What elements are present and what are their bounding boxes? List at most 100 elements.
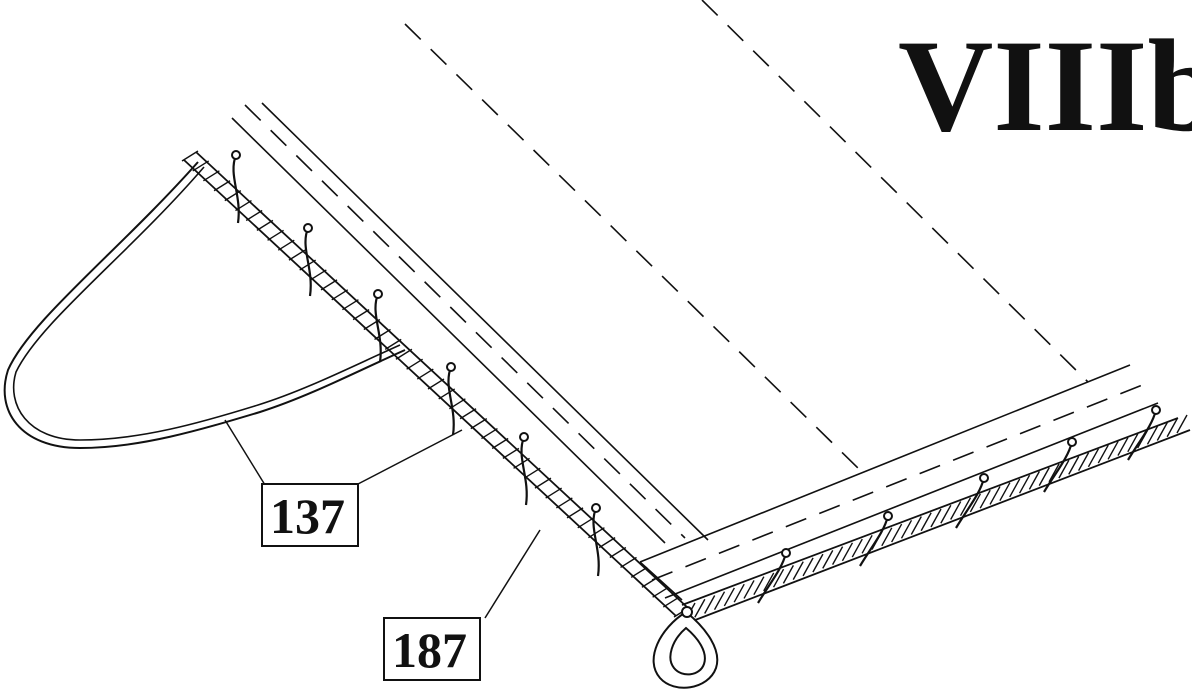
grommet-inner [669, 626, 706, 676]
lacing-hook [1043, 437, 1077, 493]
hatch-stroke [502, 447, 520, 459]
hatch-stroke [288, 249, 306, 261]
bottom-dashed-line [651, 383, 1146, 581]
hatch-stroke [861, 534, 873, 554]
hatch-stroke [1156, 422, 1168, 441]
hatch-stroke [566, 507, 584, 519]
hatch-stroke [545, 487, 563, 499]
lacing-hook [519, 432, 529, 506]
flap-inner-curve [12, 166, 401, 441]
hatch-stroke [438, 388, 456, 400]
hatch-stroke [320, 279, 338, 291]
lacing-hook [303, 223, 313, 297]
hatch-stroke [851, 538, 863, 558]
leader-137-left [224, 419, 266, 486]
lacing-eye [591, 503, 601, 513]
hatch-stroke [1077, 452, 1090, 471]
hatch-stroke [609, 546, 627, 559]
reference-box-187 [383, 617, 481, 681]
hatch-stroke [940, 504, 952, 524]
hatch-stroke [203, 170, 220, 182]
hatch-stroke [694, 598, 706, 618]
hatch-stroke [989, 486, 1001, 505]
hatch-stroke [620, 556, 637, 569]
hatch-stroke [881, 527, 893, 547]
lacing-cord [447, 366, 455, 436]
hatch-stroke [792, 561, 804, 580]
hatch-stroke [1146, 425, 1159, 445]
bottom-sheet-line-2 [664, 402, 1159, 599]
sheet-edge-line-1 [231, 117, 666, 544]
lacing-eye [979, 473, 989, 483]
lacing-eye [446, 362, 456, 372]
hatch-stroke [1117, 437, 1129, 456]
reference-numeral-137: 137 [270, 488, 345, 544]
hatch-stroke [192, 160, 210, 172]
hatch-stroke [1107, 440, 1119, 460]
hatch-stroke [1097, 444, 1109, 464]
hatch-stroke [930, 508, 942, 528]
hatch-stroke [374, 328, 391, 341]
corner-grommet [652, 606, 719, 689]
lacing-eye [1067, 437, 1077, 447]
curved-flap [3, 161, 406, 450]
lacing-hook [373, 289, 383, 363]
hatch-stroke [1018, 474, 1031, 494]
hatch-stroke [352, 309, 370, 321]
hatch-stroke [1038, 467, 1050, 486]
lacing-cord [304, 227, 312, 297]
hatch-stroke [470, 418, 488, 430]
bottom-lacing-hooks [757, 405, 1161, 604]
lacing-eye [519, 432, 529, 442]
hatch-stroke [427, 378, 445, 390]
lacing-eye [373, 289, 383, 299]
hatch-stroke [245, 209, 263, 222]
hatch-stroke [1048, 463, 1060, 483]
hatch-stroke [1166, 418, 1178, 438]
diagonal-seam-hatching [181, 150, 691, 618]
hatch-stroke [733, 583, 745, 603]
lacing-hook [757, 548, 791, 604]
hatch-stroke [1068, 456, 1080, 475]
hatch-stroke [1176, 414, 1188, 434]
grommet-pin [681, 606, 693, 618]
lacing-cord [520, 436, 528, 506]
lacing-cord [374, 293, 382, 363]
hatch-stroke [812, 553, 824, 573]
lacing-hook [446, 362, 456, 436]
bottom-seam-hatching [684, 414, 1188, 622]
hatch-stroke [577, 517, 595, 529]
hatch-stroke [481, 427, 498, 440]
bottom-seam-edge-lower [689, 429, 1191, 623]
lacing-hook [859, 511, 893, 567]
hatch-stroke [662, 596, 680, 608]
lacing-eye [231, 150, 241, 160]
reference-label-187: 187 [383, 617, 481, 681]
hatch-stroke [802, 557, 814, 577]
hatch-stroke [1127, 433, 1139, 453]
hatch-stroke [910, 516, 922, 535]
lacing-cord [592, 507, 600, 577]
hatch-stroke [713, 591, 726, 611]
bottom-seam-edge-upper [681, 417, 1179, 606]
figure-title: VIIIb [898, 12, 1192, 159]
hatch-stroke [491, 437, 509, 450]
lacing-cord [232, 154, 240, 224]
hatch-stroke [534, 477, 552, 489]
hatch-stroke [224, 190, 242, 202]
hatch-stroke [630, 566, 648, 578]
hatch-stroke [782, 565, 795, 584]
hatch-stroke [331, 289, 349, 301]
hatch-stroke [900, 519, 913, 539]
sheet-edge-line-2 [261, 102, 709, 541]
bottom-sheet-line-1 [639, 364, 1131, 563]
upper-dashed-line-2 [701, 0, 1089, 383]
hatch-stroke [256, 219, 274, 231]
hatch-stroke [753, 576, 765, 596]
sheet-dashed-line-1 [244, 104, 686, 539]
hatch-stroke [979, 489, 991, 509]
hatch-stroke [588, 527, 605, 539]
lacing-cord [757, 552, 788, 604]
hatch-stroke [523, 467, 541, 479]
reference-label-137: 137 [261, 483, 359, 547]
